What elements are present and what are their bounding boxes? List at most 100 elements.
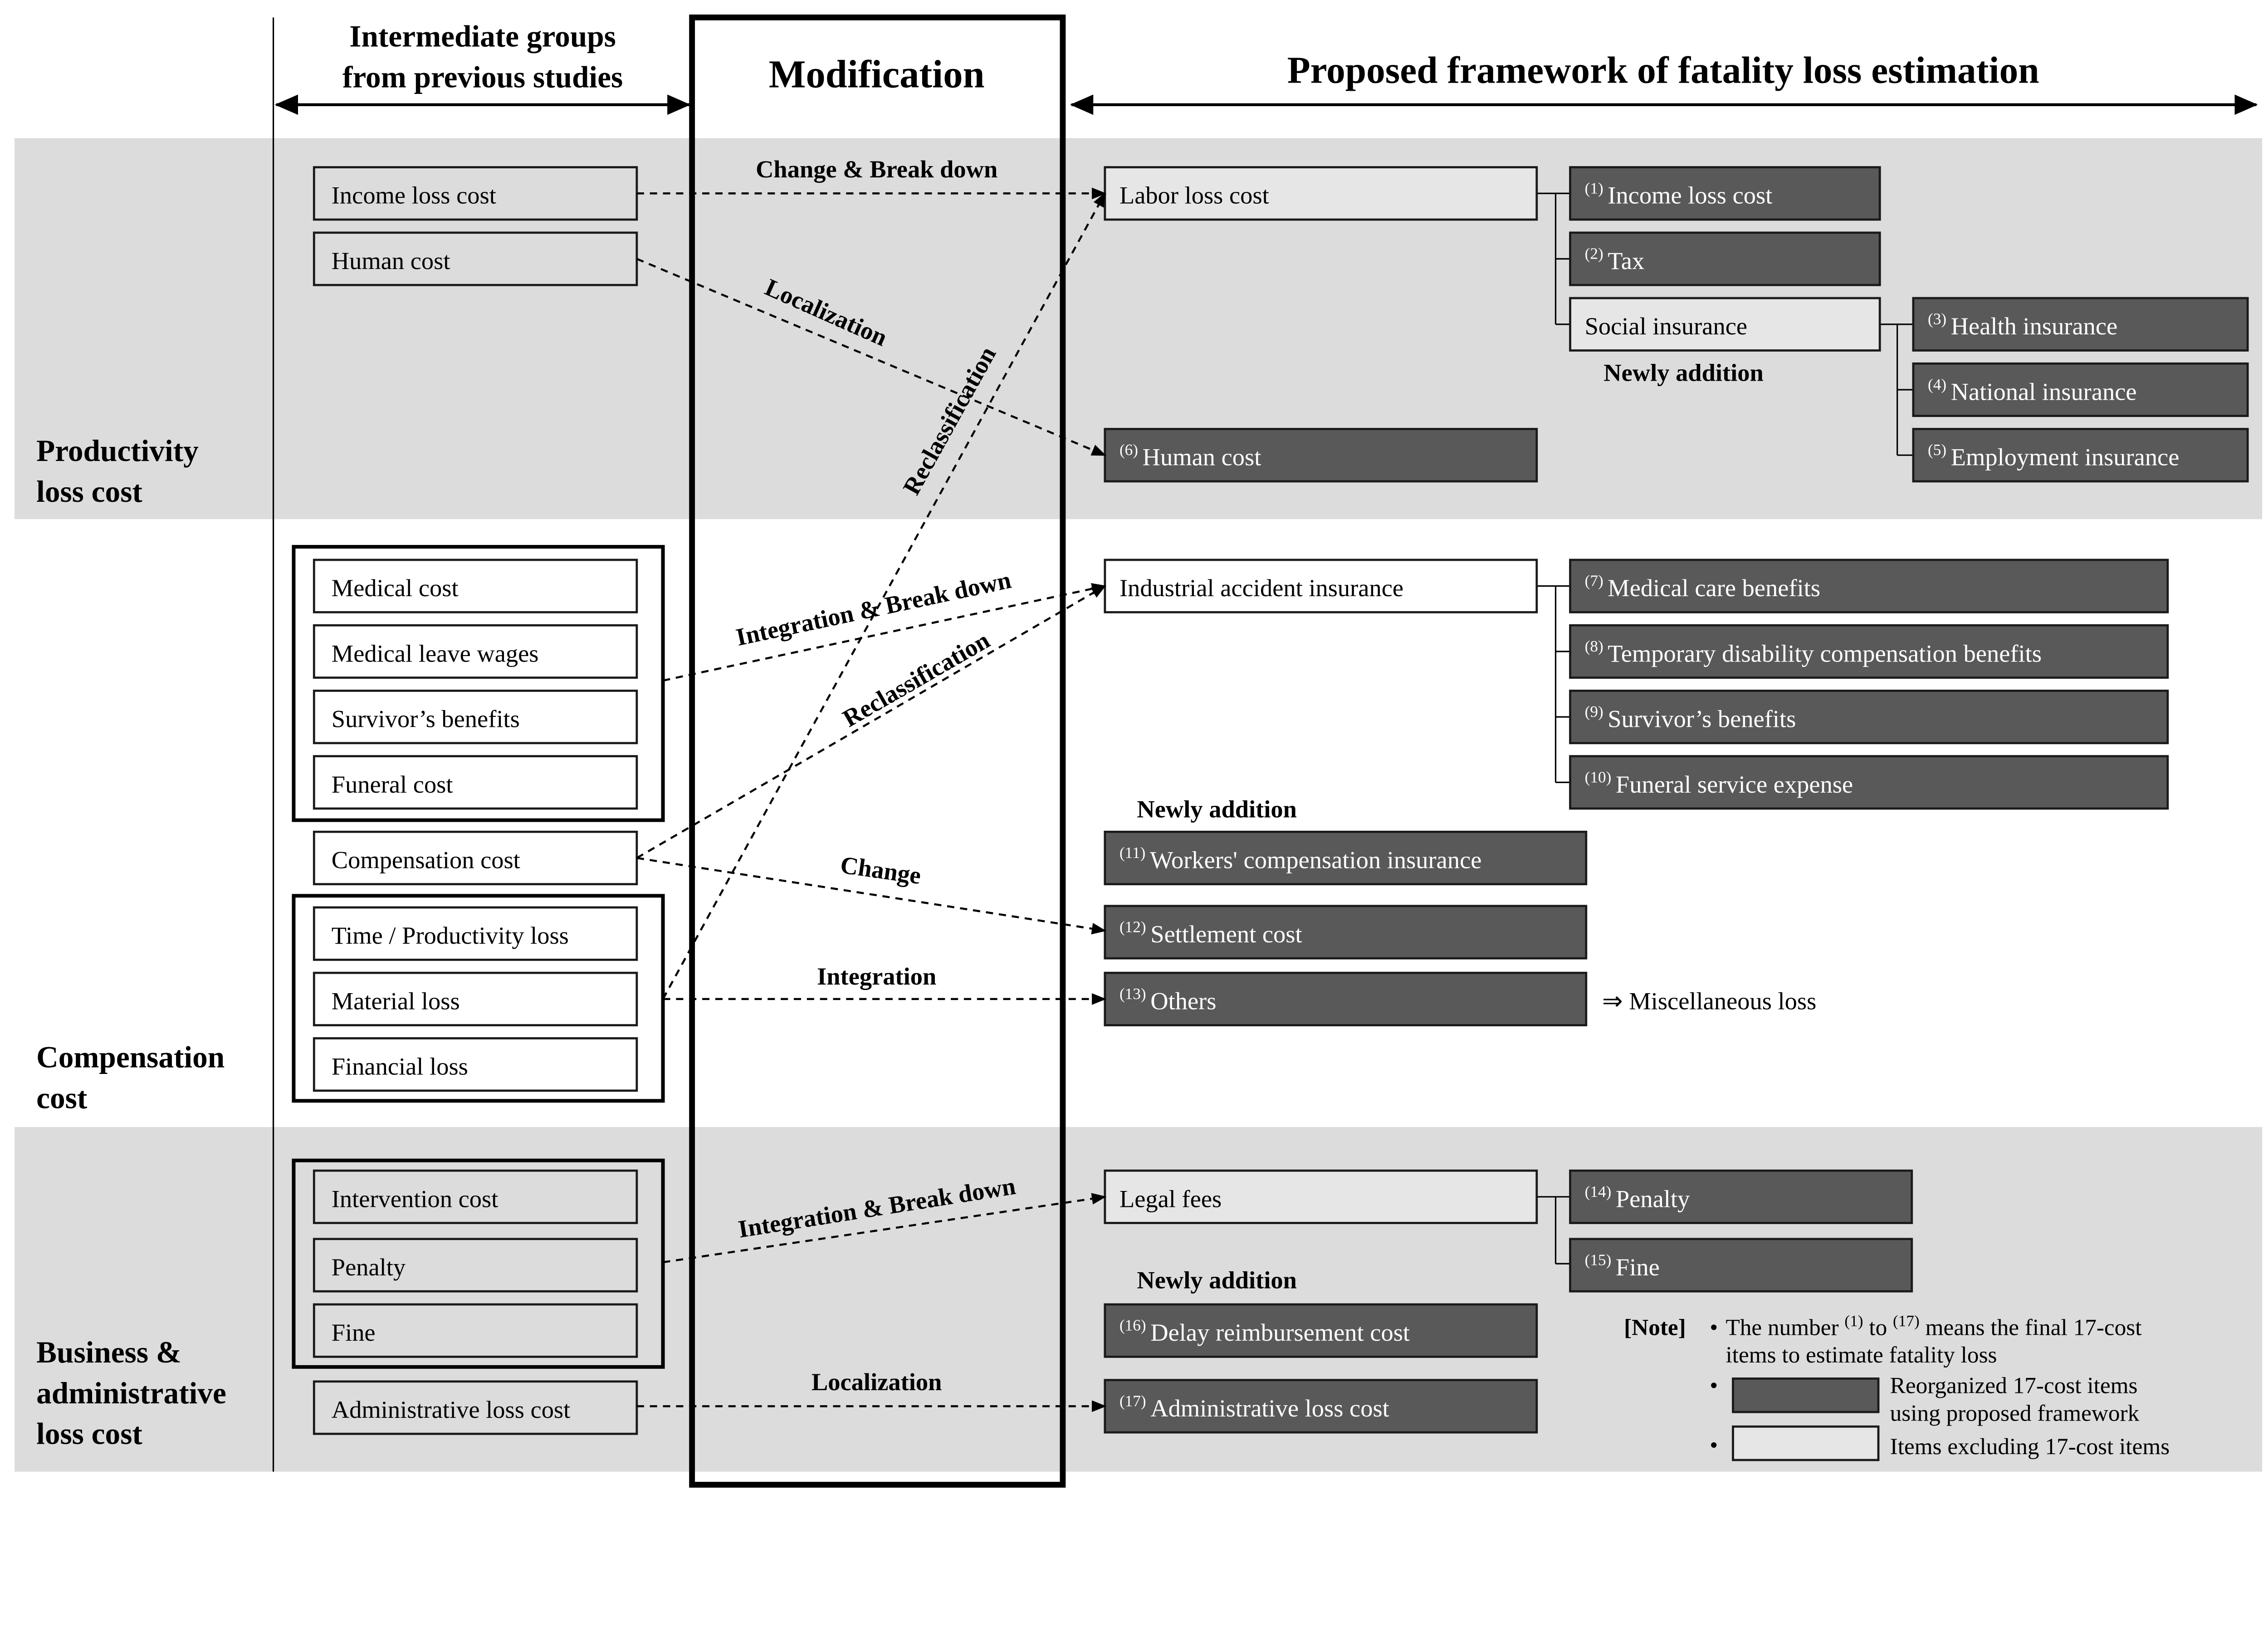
- reorganized-cost-item: (12)Settlement cost: [1104, 905, 1588, 960]
- item-number: (15): [1585, 1251, 1612, 1269]
- modification-label: Localization: [811, 1368, 942, 1396]
- item-group-box: [292, 545, 665, 822]
- previous-item-label: Human cost: [332, 247, 450, 274]
- previous-item-label: Funeral cost: [332, 770, 453, 798]
- legend-excluded-swatch: [1732, 1425, 1880, 1461]
- item-number: (6): [1119, 441, 1138, 459]
- item-text: Fine: [1616, 1253, 1660, 1281]
- newly-addition-label: Newly addition: [1137, 795, 1297, 823]
- framework-item-label: Labor loss cost: [1119, 181, 1269, 209]
- newly-addition-label: Newly addition: [1603, 359, 1764, 387]
- framework-items: Labor loss cost (1)Income loss cost (2)Tax…: [1104, 166, 2249, 1434]
- item-text: Survivor’s benefits: [1608, 705, 1796, 733]
- reorganized-cost-item: (10)Funeral service expense: [1569, 755, 2169, 810]
- item-number: (17): [1119, 1392, 1146, 1410]
- reorganized-cost-item: (11) Workers' compensation insurance: [1104, 830, 1588, 886]
- item-number: (3): [1928, 310, 1946, 328]
- item-number: (11): [1119, 844, 1145, 862]
- modification-label: Change & Break down: [756, 155, 997, 183]
- item-text: Income loss cost: [1608, 181, 1772, 209]
- previous-item-label: Medical leave wages: [332, 639, 539, 667]
- reorganized-cost-item: (6) Human cost: [1104, 428, 1538, 483]
- framework-item-label: (2)Tax: [1585, 245, 1645, 274]
- item-number: (14): [1585, 1183, 1612, 1201]
- framework-item-label: (13)Others: [1119, 985, 1217, 1014]
- framework-item-label: (10)Funeral service expense: [1585, 768, 1853, 798]
- reorganized-cost-item: (1)Income loss cost: [1569, 166, 1881, 221]
- section-label: Business &: [36, 1335, 181, 1369]
- dashed-arrow: [662, 192, 1106, 1000]
- item-number: (13): [1119, 985, 1146, 1003]
- previous-item-box: Medical cost: [313, 559, 638, 613]
- previous-item-box: Financial loss: [313, 1037, 638, 1092]
- item-number: (12): [1119, 918, 1146, 936]
- modification-arrow: Change & Break down: [636, 155, 1107, 200]
- framework-item-label: Legal fees: [1119, 1185, 1222, 1212]
- framework-item-label: (5) Employment insurance: [1928, 441, 2179, 470]
- dashed-arrow: [663, 583, 1107, 682]
- framework-item-label: (7)Medical care benefits: [1585, 572, 1821, 602]
- item-text: Human cost: [1143, 443, 1261, 471]
- framework-item-label: (4)National insurance: [1928, 376, 2137, 405]
- dashed-arrow: [663, 1193, 1107, 1264]
- item-text: Employment insurance: [1951, 443, 2180, 471]
- item-text: Funeral service expense: [1616, 770, 1853, 798]
- reorganized-cost-item: (16)Delay reimbursement cost: [1104, 1303, 1538, 1358]
- item-text: Administrative loss cost: [1150, 1394, 1389, 1422]
- item-text: Health insurance: [1951, 312, 2118, 340]
- previous-item-box: Fine: [313, 1303, 638, 1358]
- modification-label: Reclassification: [838, 626, 994, 732]
- previous-item-label: Financial loss: [332, 1053, 468, 1080]
- non-cost-item: Social insurance: [1569, 297, 1881, 352]
- reorganized-cost-item: (14)Penalty: [1569, 1169, 1913, 1224]
- note-bullet: •: [1710, 1314, 1718, 1340]
- previous-item-box: Time / Productivity loss: [313, 906, 638, 961]
- header-modification: Modification: [769, 52, 985, 96]
- note-line1: The number (1) to (17) means the final 1…: [1725, 1312, 2141, 1340]
- section-label: administrative: [36, 1376, 226, 1410]
- non-cost-item: Labor loss cost: [1104, 166, 1538, 221]
- reorganized-cost-item: (15)Fine: [1569, 1238, 1913, 1293]
- note-title: [Note]: [1624, 1314, 1686, 1340]
- framework-item-label: (15)Fine: [1585, 1251, 1660, 1280]
- header-left-line1: Intermediate groups: [349, 20, 616, 54]
- dashed-arrow: [636, 585, 1106, 859]
- legend-reorganized-label: Reorganized 17-cost items: [1890, 1373, 2138, 1399]
- previous-item-box: Survivor’s benefits: [313, 690, 638, 745]
- item-text: Workers' compensation insurance: [1150, 846, 1481, 873]
- previous-item-label: Material loss: [332, 987, 460, 1014]
- modification-label: Integration: [817, 962, 936, 990]
- miscellaneous-loss-note: ⇒ Miscellaneous loss: [1602, 987, 1816, 1014]
- previous-item-box: Intervention cost: [313, 1169, 638, 1224]
- item-number: (8): [1585, 637, 1603, 655]
- note-line2: items to estimate fatality loss: [1725, 1342, 1997, 1368]
- item-number: (5): [1928, 441, 1946, 459]
- reorganized-cost-item: (7)Medical care benefits: [1569, 559, 2169, 613]
- item-number: (10): [1585, 768, 1612, 786]
- modification-arrow: Localization: [636, 1368, 1107, 1412]
- previous-item-label: Penalty: [332, 1253, 406, 1281]
- framework-item-label: (6) Human cost: [1119, 441, 1261, 470]
- section-label: loss cost: [36, 1417, 142, 1451]
- newly-addition-label: Newly addition: [1137, 1266, 1297, 1294]
- dashed-arrow: [636, 258, 1106, 456]
- framework-item-label: (12)Settlement cost: [1119, 918, 1302, 947]
- framework-item-label: (17)Administrative loss cost: [1119, 1392, 1389, 1421]
- previous-item-label: Compensation cost: [332, 846, 520, 873]
- previous-item-box: Funeral cost: [313, 755, 638, 810]
- previous-item-box: Administrative loss cost: [313, 1380, 638, 1435]
- structure-lines: [272, 15, 2258, 1488]
- previous-item-box: Material loss: [313, 971, 638, 1027]
- previous-item-label: Time / Productivity loss: [332, 921, 569, 949]
- previous-item-box: Compensation cost: [313, 830, 638, 886]
- item-text: Penalty: [1616, 1185, 1690, 1212]
- modification-arrow: Integration & Break down: [663, 566, 1107, 682]
- item-text: Others: [1150, 987, 1216, 1014]
- framework-item-label: (8)Temporary disability compensation ben…: [1585, 637, 2042, 667]
- section-label: loss cost: [36, 475, 142, 509]
- reorganized-cost-item: (4)National insurance: [1912, 362, 2249, 417]
- previous-item-label: Medical cost: [332, 574, 459, 602]
